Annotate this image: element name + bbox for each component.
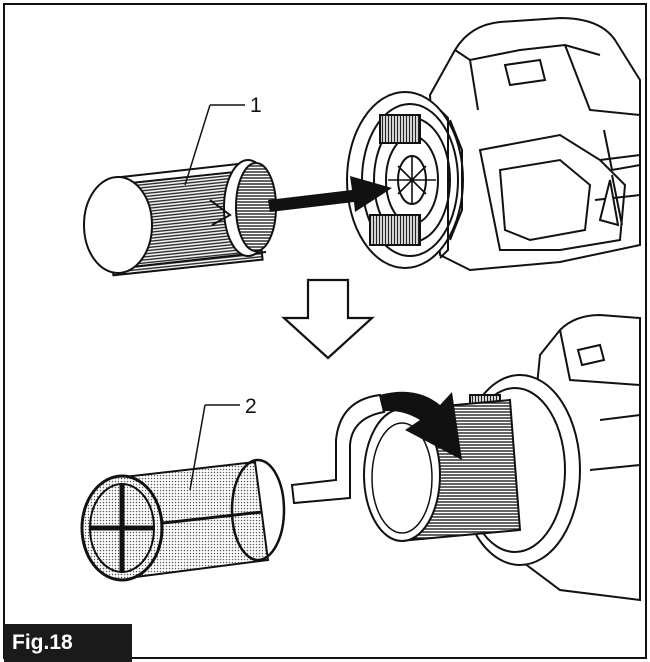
removal-arrow (268, 176, 392, 212)
step-down-arrow (281, 278, 375, 360)
filter-housing-top (346, 91, 464, 269)
callout-1-number: 1 (250, 94, 262, 117)
tool-body-top (428, 16, 641, 272)
figure-border (3, 3, 647, 659)
rotate-arrow (360, 391, 462, 460)
guide-connector (290, 393, 386, 505)
callout-1: 1 (184, 94, 262, 186)
figure-label: Fig.18 (4, 624, 132, 662)
callout-2: 2 (189, 395, 257, 491)
callout-2-number: 2 (245, 395, 257, 418)
mesh-filter (80, 458, 286, 582)
pleated-filter (83, 159, 277, 277)
